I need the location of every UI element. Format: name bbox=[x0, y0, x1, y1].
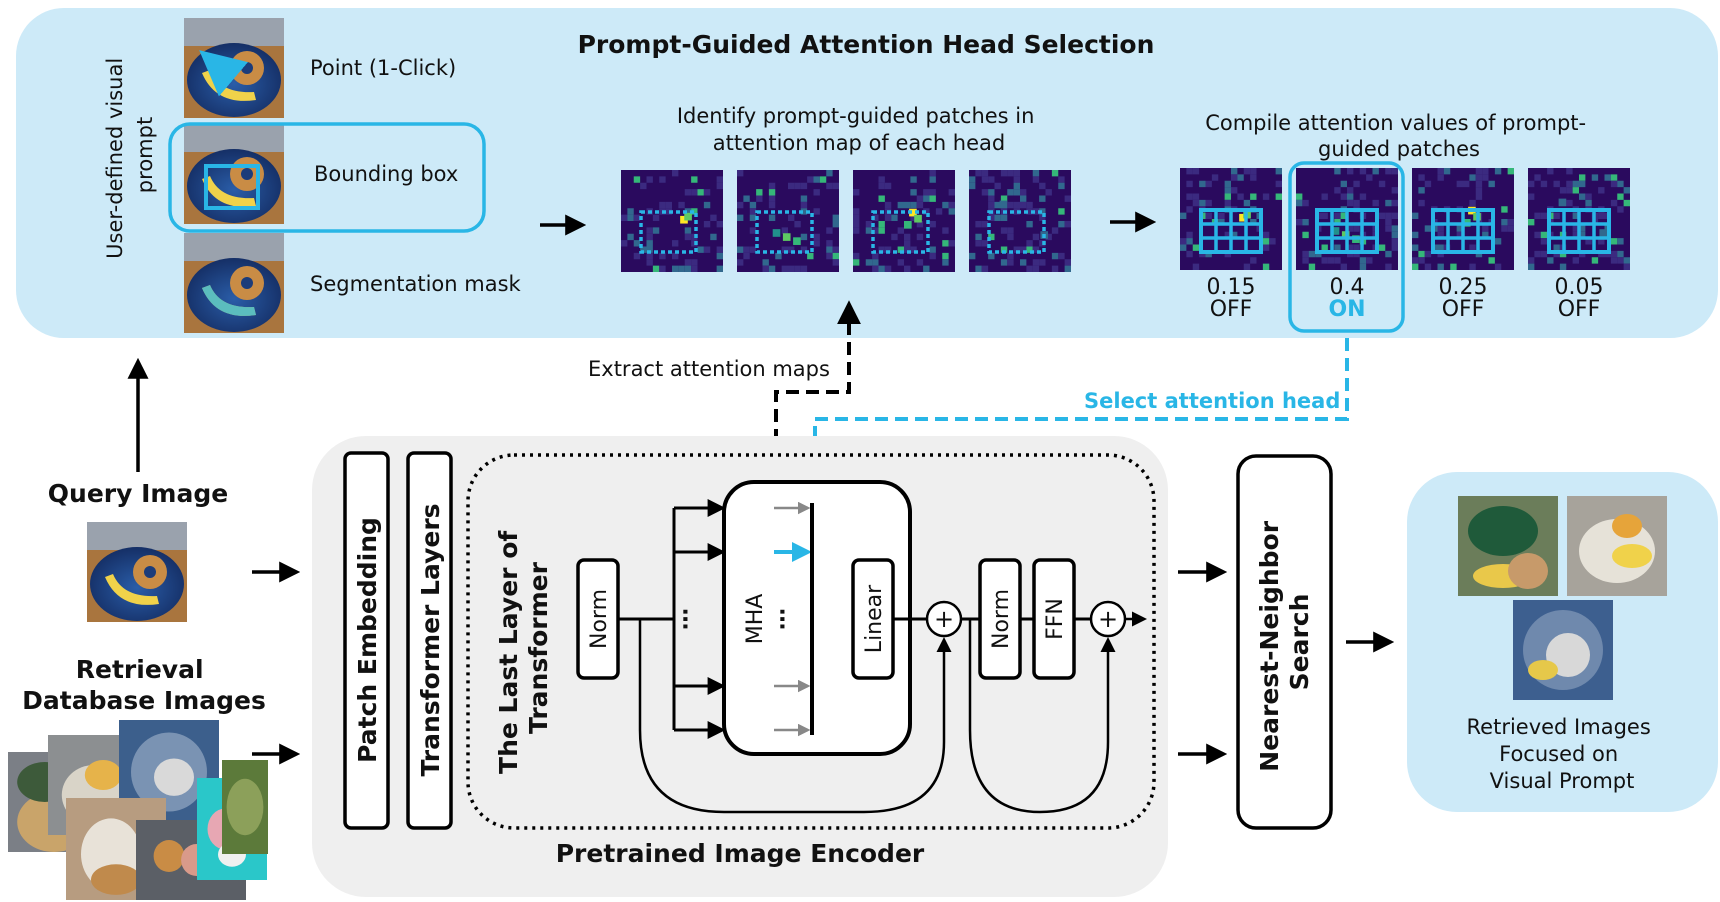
query-image-thumbnail bbox=[87, 522, 187, 622]
visual-prompt-side-label: User-defined visual prompt bbox=[103, 51, 157, 259]
residual-path-2 bbox=[968, 619, 1116, 814]
svg-text:OFF: OFF bbox=[1442, 297, 1485, 322]
mask-prompt-thumbnail bbox=[184, 233, 284, 333]
point-prompt-thumbnail bbox=[184, 18, 284, 118]
patch-grid-2 bbox=[1431, 208, 1495, 254]
attention-map-head-0 bbox=[621, 170, 723, 272]
query-image-label: Query Image bbox=[48, 479, 228, 508]
db-image-3 bbox=[119, 720, 219, 824]
svg-text:0.05: 0.05 bbox=[1555, 275, 1604, 300]
heads-ellipsis: ⋯ bbox=[771, 608, 796, 630]
transformer-layers-text: Transformer Layers bbox=[416, 503, 445, 776]
last-layer-label: The Last Layer of Transformer bbox=[494, 522, 553, 774]
identify-patches-text: Identify prompt-guided patches in attent… bbox=[677, 104, 1041, 155]
head-value-2: 0.25 OFF bbox=[1439, 275, 1488, 322]
retrieved-image-3 bbox=[1513, 600, 1613, 700]
patch-embedding-text: Patch Embedding bbox=[353, 517, 382, 763]
retrieved-image-1 bbox=[1458, 496, 1558, 596]
patch-grid-0 bbox=[1199, 208, 1263, 254]
bbox-prompt-thumbnail bbox=[184, 124, 284, 224]
prompt-label-bbox: Bounding box bbox=[314, 162, 458, 186]
attention-map-head-3 bbox=[969, 170, 1071, 272]
panel-title: Prompt-Guided Attention Head Selection bbox=[578, 30, 1155, 59]
svg-text:0.4: 0.4 bbox=[1330, 275, 1365, 300]
head-value-0: 0.15 OFF bbox=[1207, 275, 1256, 322]
retrieved-caption: Retrieved Images Focused on Visual Promp… bbox=[1467, 715, 1658, 793]
bbox-overlay-2 bbox=[871, 210, 930, 254]
bbox-overlay-1 bbox=[755, 210, 814, 254]
select-label: Select attention head bbox=[1084, 389, 1340, 413]
patch-embedding-block bbox=[343, 451, 390, 830]
mha-text: MHA bbox=[743, 594, 768, 645]
last-layer-dotted-box bbox=[466, 453, 1156, 830]
head-value-3: 0.05 OFF bbox=[1555, 275, 1604, 322]
db-image-4 bbox=[66, 798, 166, 900]
norm-text-1: Norm bbox=[587, 589, 612, 649]
ffn-text: FFN bbox=[1043, 598, 1068, 640]
prompt-label-mask: Segmentation mask bbox=[310, 272, 522, 296]
selected-head-highlight bbox=[1288, 161, 1405, 333]
nearest-neighbor-text: Nearest-Neighbor Search bbox=[1255, 512, 1314, 772]
compile-values-text: Compile attention values of prompt- guid… bbox=[1205, 111, 1593, 161]
svg-text:OFF: OFF bbox=[1558, 297, 1601, 322]
patch-grid-1 bbox=[1315, 208, 1379, 254]
transformer-layers-block bbox=[406, 451, 453, 830]
head-value-1: 0.4 ON bbox=[1328, 275, 1365, 322]
svg-text:ON: ON bbox=[1328, 297, 1365, 322]
attention-map-head-2 bbox=[853, 170, 955, 272]
extract-label: Extract attention maps bbox=[588, 357, 830, 381]
encoder-label: Pretrained Image Encoder bbox=[556, 839, 925, 868]
attention-map-head-1 bbox=[737, 170, 839, 272]
retrieved-image-2 bbox=[1567, 496, 1667, 596]
db-image-7 bbox=[222, 760, 268, 854]
norm-text-2: Norm bbox=[989, 589, 1014, 649]
bbox-overlay-0 bbox=[639, 210, 698, 254]
nearest-neighbor-block bbox=[1236, 454, 1333, 830]
retrieval-db-label: Retrieval Database Images bbox=[22, 655, 266, 715]
svg-text:0.15: 0.15 bbox=[1207, 275, 1256, 300]
bbox-overlay-3 bbox=[987, 210, 1046, 254]
residual-path-1 bbox=[638, 619, 952, 814]
linear-text: Linear bbox=[862, 584, 887, 653]
svg-text:OFF: OFF bbox=[1210, 297, 1253, 322]
svg-text:0.25: 0.25 bbox=[1439, 275, 1488, 300]
head-patch-grid-0 bbox=[1180, 168, 1282, 270]
plus-2: + bbox=[1098, 605, 1118, 633]
prompt-label-point: Point (1-Click) bbox=[310, 56, 456, 80]
plus-1: + bbox=[934, 605, 954, 633]
bbox-prompt-highlight bbox=[168, 122, 486, 233]
patch-grid-3 bbox=[1547, 208, 1611, 254]
fanout-ellipsis: ⋯ bbox=[674, 608, 699, 630]
